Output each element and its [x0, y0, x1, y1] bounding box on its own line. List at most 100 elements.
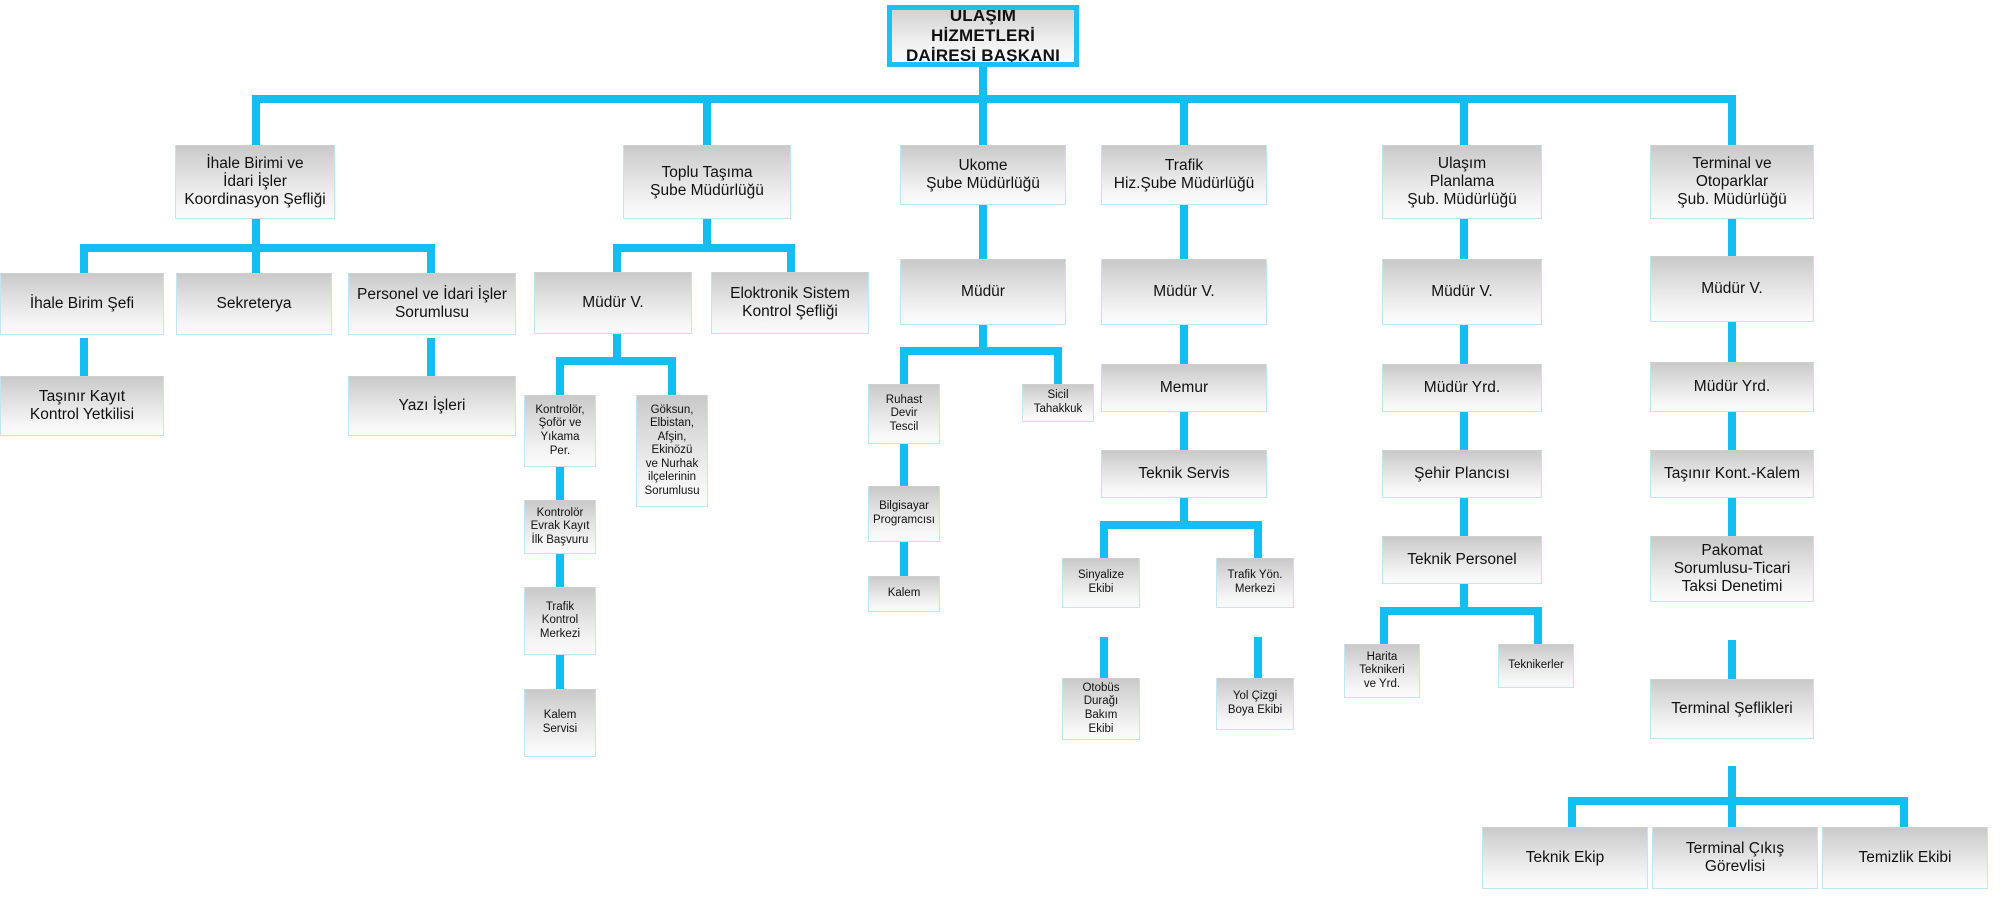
node-dept-toplu-tasima[interactable]: Toplu Taşıma Şube Müdürlüğü: [623, 145, 791, 219]
node-memur[interactable]: Memur: [1101, 364, 1267, 412]
connector-ttmudur-stem: [613, 333, 621, 363]
node-label: Müdür: [961, 282, 1005, 300]
node-trafik-kontrol-merkezi[interactable]: Trafik Kontrol Merkezi: [524, 587, 596, 655]
connector-drop-planlama: [1460, 95, 1468, 145]
node-pakomat-sorumlusu[interactable]: Pakomat Sorumlusu-Ticari Taksi Denetimi: [1650, 536, 1814, 602]
node-label: Şehir Plancısı: [1414, 464, 1510, 482]
node-label: Teknikerler: [1508, 659, 1564, 672]
connector-sehir-teknikpersonel: [1460, 497, 1468, 537]
node-label: Ukome Şube Müdürlüğü: [926, 156, 1040, 192]
node-label: Göksun, Elbistan, Afşin, Ekinözü ve Nurh…: [644, 403, 700, 497]
node-terminal-cikis-gorevlisi[interactable]: Terminal Çıkış Görevlisi: [1652, 827, 1818, 889]
node-kalem[interactable]: Kalem: [868, 576, 940, 612]
connector-tasinir-pakomat: [1728, 497, 1736, 537]
node-label: Memur: [1159, 378, 1209, 396]
node-label: İhale Birimi ve İdari İşler Koordinasyon…: [184, 154, 326, 209]
connector-ruhast-bilgisayar: [900, 444, 908, 487]
node-root-ulasim-hizmetleri-dairesi-baskani[interactable]: ULAŞIM HİZMETLERİ DAİRESİ BAŞKANI: [887, 5, 1079, 67]
node-personel-idari-isler-sorumlusu[interactable]: Personel ve İdari İşler Sorumlusu: [348, 273, 516, 335]
node-elektronik-sistem-kontrol-sefligi[interactable]: Eloktronik Sistem Kontrol Şefliği: [711, 272, 869, 334]
node-label: İhale Birim Şefi: [29, 294, 135, 312]
node-tasinir-kayit-kontrol-yetkilisi[interactable]: Taşınır Kayıt Kontrol Yetkilisi: [0, 376, 164, 436]
node-label: Trafik Hiz.Şube Müdürlüğü: [1113, 156, 1255, 192]
connector-ttmudur-drop-2: [668, 357, 676, 395]
node-label: Ruhast Devir Tescil: [885, 393, 923, 433]
connector-drop-ukome: [979, 95, 987, 145]
node-sehir-plancisi[interactable]: Şehir Plancısı: [1382, 450, 1542, 498]
node-teknik-personel[interactable]: Teknik Personel: [1382, 536, 1542, 584]
node-label: Teknik Personel: [1407, 550, 1517, 568]
node-planlama-mudur-v[interactable]: Müdür V.: [1382, 259, 1542, 325]
connector-main-bus: [252, 95, 1736, 103]
node-label: Taşınır Kayıt Kontrol Yetkilisi: [29, 387, 135, 423]
node-yol-cizgi-boya-ekibi[interactable]: Yol Çizgi Boya Ekibi: [1216, 678, 1294, 730]
node-planlama-mudur-yrd[interactable]: Müdür Yrd.: [1382, 364, 1542, 412]
connector-evrak-tkm: [556, 553, 564, 588]
connector-seflikleri-drop-2: [1728, 797, 1736, 832]
node-yazi-isleri[interactable]: Yazı İşleri: [348, 376, 516, 436]
node-label: Trafik Yön. Merkezi: [1227, 569, 1283, 595]
connector-teknikservis-stem: [1180, 497, 1188, 527]
node-ruhast-devir-tescil[interactable]: Ruhast Devir Tescil: [868, 384, 940, 444]
connector-teknikpersonel-stem: [1460, 583, 1468, 613]
node-toplu-tasima-mudur-v[interactable]: Müdür V.: [534, 272, 692, 334]
node-kontrolor-evrak-kayit[interactable]: Kontrolör Evrak Kayıt İlk Başvuru: [524, 500, 596, 554]
connector-drop-trafik: [1180, 95, 1188, 145]
node-label: Harita Teknikeri ve Yrd.: [1359, 650, 1405, 690]
node-label: Personel ve İdari İşler Sorumlusu: [357, 285, 507, 321]
node-kontrolor-sofor-yikama[interactable]: Kontrolör, Şoför ve Yıkama Per.: [524, 395, 596, 467]
node-label: Terminal ve Otoparklar Şub. Müdürlüğü: [1677, 154, 1787, 209]
connector-drop-terminal: [1728, 95, 1736, 145]
node-label: Pakomat Sorumlusu-Ticari Taksi Denetimi: [1673, 541, 1791, 596]
node-otobus-duragi-bakim-ekibi[interactable]: Otobüs Durağı Bakım Ekibi: [1062, 678, 1140, 740]
node-tasinir-kont-kalem[interactable]: Taşınır Kont.-Kalem: [1650, 450, 1814, 498]
node-label: Yol Çizgi Boya Ekibi: [1227, 690, 1283, 716]
connector-personel-yazi: [427, 338, 435, 376]
node-sicil-tahakkuk[interactable]: Sicil Tahakkuk: [1022, 384, 1094, 422]
node-trafik-yon-merkezi[interactable]: Trafik Yön. Merkezi: [1216, 558, 1294, 608]
node-temizlik-ekibi[interactable]: Temizlik Ekibi: [1822, 827, 1988, 889]
node-dept-ulasim-planlama[interactable]: Ulaşım Planlama Şub. Müdürlüğü: [1382, 145, 1542, 219]
node-terminal-mudur-yrd[interactable]: Müdür Yrd.: [1650, 362, 1814, 412]
node-label: ULAŞIM HİZMETLERİ DAİRESİ BAŞKANI: [905, 5, 1061, 66]
node-label: Toplu Taşıma Şube Müdürlüğü: [650, 163, 764, 199]
node-label: Terminal Çıkış Görevlisi: [1685, 839, 1785, 875]
connector-drop-toplu: [703, 95, 711, 145]
node-dept-trafik-hizmetleri[interactable]: Trafik Hiz.Şube Müdürlüğü: [1101, 145, 1267, 205]
node-ukome-mudur[interactable]: Müdür: [900, 259, 1066, 325]
node-label: Müdür V.: [582, 293, 644, 311]
connector-ihalesefi-tasinir: [80, 338, 88, 376]
node-label: Sicil Tahakkuk: [1033, 389, 1083, 415]
node-dept-ukome[interactable]: Ukome Şube Müdürlüğü: [900, 145, 1066, 205]
node-sinyalize-ekibi[interactable]: Sinyalize Ekibi: [1062, 558, 1140, 608]
node-dept-terminal-otoparklar[interactable]: Terminal ve Otoparklar Şub. Müdürlüğü: [1650, 145, 1814, 219]
connector-teknikservis-drop-2: [1254, 521, 1262, 559]
node-terminal-seflikleri[interactable]: Terminal Şeflikleri: [1650, 679, 1814, 739]
node-label: Bilgisayar Programcısı: [873, 500, 935, 526]
node-label: Müdür Yrd.: [1423, 378, 1501, 396]
node-trafik-mudur-v[interactable]: Müdür V.: [1101, 259, 1267, 325]
node-harita-teknikeri-ve-yrd[interactable]: Harita Teknikeri ve Yrd.: [1344, 644, 1420, 698]
node-label: Teknik Servis: [1138, 464, 1230, 482]
connector-toplu-drop-2: [787, 244, 795, 274]
connector-tkm-kalemservisi: [556, 655, 564, 690]
node-label: Otobüs Durağı Bakım Ekibi: [1082, 681, 1120, 735]
node-label: Teknik Ekip: [1525, 848, 1605, 866]
connector-seflikleri-bus: [1568, 797, 1908, 805]
node-label: Sinyalize Ekibi: [1077, 569, 1125, 595]
node-bilgisayar-programcisi[interactable]: Bilgisayar Programcısı: [868, 486, 940, 542]
node-teknik-servis[interactable]: Teknik Servis: [1101, 450, 1267, 498]
connector-upmudur-yrd: [1460, 325, 1468, 365]
node-ihale-birim-sefi[interactable]: İhale Birim Şefi: [0, 273, 164, 335]
connector-ukome-mudur-stem: [979, 325, 987, 353]
connector-ukome-drop-1: [900, 347, 908, 385]
node-terminal-mudur-v[interactable]: Müdür V.: [1650, 256, 1814, 322]
node-dept-ihale-birimi[interactable]: İhale Birimi ve İdari İşler Koordinasyon…: [175, 145, 335, 219]
node-label: Müdür Yrd.: [1693, 377, 1771, 395]
node-goksun-ilceler-sorumlusu[interactable]: Göksun, Elbistan, Afşin, Ekinözü ve Nurh…: [636, 395, 708, 507]
node-kalem-servisi[interactable]: Kalem Servisi: [524, 689, 596, 757]
node-sekreterya[interactable]: Sekreterya: [176, 273, 332, 335]
node-teknikerler[interactable]: Teknikerler: [1498, 644, 1574, 688]
node-teknik-ekip[interactable]: Teknik Ekip: [1482, 827, 1648, 889]
connector-ukome-stem: [979, 195, 987, 260]
